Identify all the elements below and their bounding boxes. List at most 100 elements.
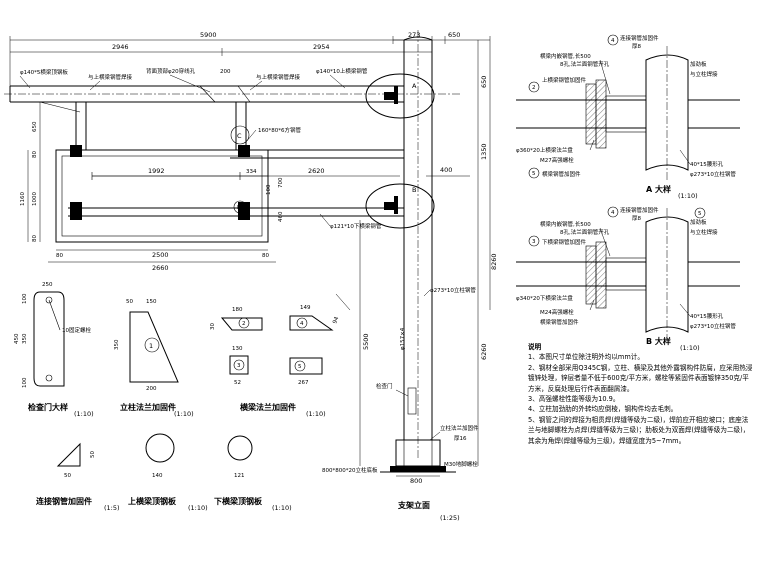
beam-rib-n3: 3 [237,363,241,369]
b-with-col: 与立柱焊接 [690,228,718,236]
label-sq-pipe: 160*80*6方钢管 [258,126,301,134]
detail-a: 4 连接钢管加固件 厚8 横梁内嵌钢管,长500 8孔,法兰面钢管开孔 加劲板 … [516,34,740,200]
a-col: φ273*10立柱钢管 [690,170,736,178]
b-stiff: 连接钢管加固件 [620,206,659,214]
label-door: 检查门 [376,382,393,390]
a-n2: 2 [532,85,536,91]
dim-80a: 80 [56,253,63,259]
a-inner2: 8孔,法兰面钢管开孔 [560,60,610,68]
label-lower-beam: φ121*10下横梁钢管 [330,222,382,230]
label-thick16: 厚16 [454,435,467,442]
a-n5: 5 [532,171,536,177]
dim-5900: 5900 [200,31,217,39]
door-title: 检查门大样 [28,402,68,412]
beam-rib-d180: 180 [232,307,243,313]
detail-a-ellipse [365,73,435,119]
detail-c-marker [230,125,250,145]
dim-2500: 2500 [152,251,169,259]
dim-80c: 80 [32,151,38,158]
pole-elevation-scale: (1:25) [440,514,460,522]
a-title: A 大样 [646,184,671,194]
beam-rib-d30: 30 [210,323,216,330]
note-item: 4、立柱加劲肋的外转均应倒棱，钢构件均去毛刺。 [528,405,678,414]
dim-273: 273 [408,31,420,39]
rib-dim-150: 150 [146,299,157,305]
dim-2660: 2660 [152,264,169,272]
beam-rib-title: 横梁法兰加固件 [240,402,296,412]
label-b: B [412,186,416,194]
door-scale: (1:10) [74,410,94,418]
bot-plate-scale: (1:10) [272,504,292,512]
dim-700: 700 [278,177,284,188]
b-weld: 加劲板 [690,218,707,226]
rib-title: 立柱法兰加固件 [120,402,176,412]
b-inner: 横梁内嵌钢管,长500 [540,220,591,228]
beam-rib-n4: 4 [300,321,304,327]
conn-d50b: 50 [90,451,96,458]
beam-rib-d267: 267 [298,380,309,386]
a-weld: 加劲板 [690,60,707,68]
dim-400: 400 [440,166,452,174]
beam-rib-d130: 130 [232,346,243,352]
label-with-beam: 与上横梁钢管焊接 [88,73,133,81]
dim-650: 650 [448,31,460,39]
a-inner: 横梁内嵌钢管,长500 [540,52,591,60]
bot-plate-d121: 121 [234,473,245,479]
beam-rib-d149: 149 [300,305,311,311]
b-scale: (1:10) [680,344,700,352]
dim-800: 800 [410,477,422,485]
dim-pole-1350: 1350 [480,143,488,160]
b-top-beam: 下横梁钢管加固件 [542,238,587,246]
rib-num: 1 [149,342,153,350]
b-slot: 40*15腰形孔 [690,312,724,320]
b-beam-stiff: 横梁钢管加固件 [540,318,579,326]
dim-pole-6260: 6260 [480,343,488,360]
label-e: E [237,205,241,211]
b-thick8: 厚8 [632,215,642,222]
label-anchor: M30地脚螺栓 [444,460,478,468]
door-dim-100a: 100 [22,293,28,304]
a-with-col: 与立柱焊接 [690,70,718,78]
detail-b-ellipse [365,183,435,229]
detail-door: 10固定螺栓 250 450 350 100 100 检查门大样 (1:10) [14,282,94,418]
b-plate: φ340*20下横梁法兰盘 [516,294,573,302]
a-scale: (1:10) [678,192,698,200]
detail-b: 4 连接钢管加固件 厚8 横梁内嵌钢管,长500 8孔,法兰面钢管开孔 加劲板 … [516,206,740,352]
top-dimensions: 5900 2946 2954 273 650 [9,31,491,310]
dim-650-left: 650 [32,121,38,132]
detail-e-marker [233,200,247,214]
b-n3: 3 [532,239,536,245]
dim-460: 460 [278,211,284,222]
door-dim-450: 450 [14,333,20,344]
conn-title: 连接钢管加固件 [36,496,92,506]
b-bolt: M24高强螺栓 [540,308,574,316]
detail-conn-rib: 50 50 连接钢管加固件 (1:5) [36,442,120,512]
detail-top-plate: 140 上横梁顶钢板 (1:10) [128,433,208,512]
pole-elevation-title: 支架立面 [397,500,430,510]
a-slot: 40*15腰形孔 [690,160,724,168]
door-dim-250: 250 [42,282,53,288]
dim-334: 334 [246,169,257,175]
door-dim-100b: 100 [22,377,28,388]
beam-rib-d52: 52 [234,380,241,386]
dim-80b: 80 [262,253,269,259]
beam-rib-d94: 94 [332,316,340,325]
a-plate: φ360*20上横梁法兰盘 [516,146,573,154]
label-gap-200: 200 [220,69,231,75]
label-upper-beam: φ140*10上横梁钢管 [316,67,368,75]
a-bolt: M27高强螺栓 [540,156,574,164]
note-item: 5、钢管之间的焊接为相贯焊(焊缝等级为二级)，焊前应开相应坡口；底座法兰与地脚螺… [528,415,750,445]
note-item: 3、高强螺栓性能等级为10.9。 [528,395,620,404]
notes-block: 说明 1、本图尺寸单位除注明外均以mm计。 2、钢材全部采用Q345C钢，立柱、… [528,342,754,446]
door-bolt-label: 10固定螺栓 [62,326,91,334]
b-n5: 5 [698,211,702,217]
dim-pole-8260: 8260 [490,253,498,270]
beam-rib-scale: (1:10) [306,410,326,418]
dim-2954: 2954 [313,43,330,51]
detail-rib: 1 50 150 350 200 立柱法兰加固件 (1:10) [114,299,194,418]
top-beam-labels: φ140*5横梁顶钢板 与上横梁钢管焊接 背面顶部φ20穿线孔 200 与上横梁… [19,67,368,93]
label-a: A [412,82,417,90]
label-col-flange: 立柱法兰加固件 [440,424,479,432]
a-thick8: 厚8 [632,43,642,50]
a-n4: 4 [611,38,615,44]
